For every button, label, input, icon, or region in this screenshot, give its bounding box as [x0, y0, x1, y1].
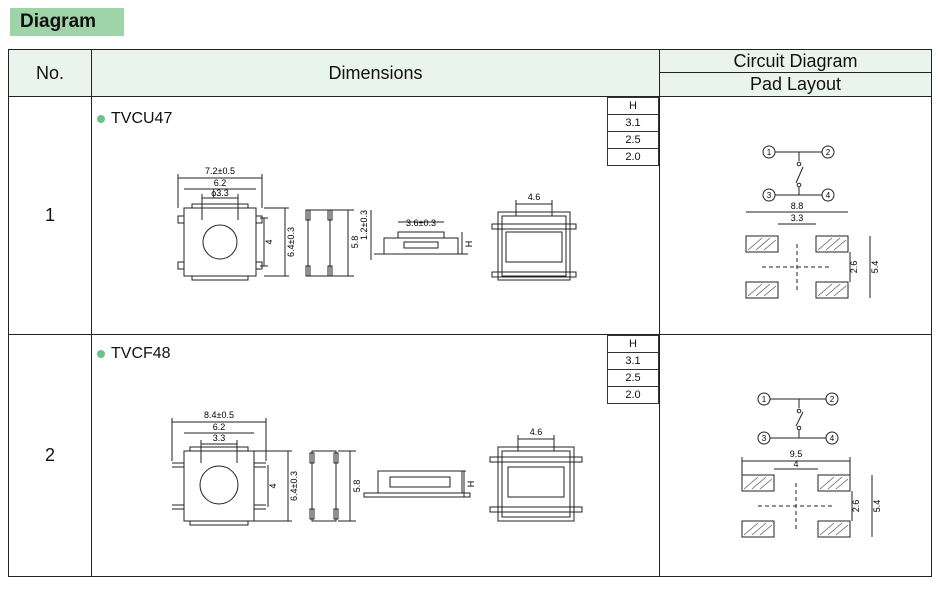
- dim-front-width: 4.6: [530, 427, 543, 437]
- pin-3-label: 3: [762, 434, 767, 443]
- dim-height-outer: 6.4±0.3: [286, 227, 296, 257]
- pin-4-label: 4: [826, 191, 831, 200]
- dim-height-inner: 4: [268, 483, 278, 488]
- height-table-header: H: [607, 335, 659, 353]
- header-bottom: [9, 96, 931, 97]
- dim-width-outer: 8.4±0.5: [204, 410, 234, 420]
- dim-front-width: 4.6: [528, 192, 541, 202]
- pad-height-outer: 5.4: [870, 261, 880, 274]
- pad-width-outer: 8.8: [791, 201, 804, 211]
- pin-3-label: 3: [767, 191, 772, 200]
- dim-width-mid: 6.2: [213, 422, 226, 432]
- dim-profile-h: H: [464, 241, 474, 248]
- height-option: 2.0: [607, 148, 659, 166]
- dim-width-inner: ϕ3.3: [211, 188, 229, 198]
- dimensions-drawing-1: 7.2±0.5 6.2 ϕ3.3 4 6.4±0.3 5.8 1.2±0.3 3…: [177, 166, 577, 281]
- diagram-table: [8, 49, 932, 577]
- height-option: 2.5: [607, 369, 659, 387]
- col-divider-1: [91, 50, 92, 576]
- pad-height-inner: 2.6: [849, 261, 859, 274]
- dim-profile-width: 3.6±0.3: [406, 218, 436, 228]
- col-divider-2: [659, 50, 660, 576]
- header-divider-right: [660, 72, 931, 73]
- height-option: 3.1: [607, 114, 659, 132]
- dim-side-height: 5.8: [350, 236, 360, 249]
- dim-width-inner: 3.3: [213, 433, 226, 443]
- circuit-pad-drawing-1: 1 2 3 4 8.8 3.3 2.6 5.4: [745, 145, 880, 299]
- dim-profile-h: H: [466, 481, 476, 488]
- dim-width-mid: 6.2: [214, 178, 227, 188]
- pin-2-label: 2: [826, 148, 831, 157]
- section-title: Diagram: [10, 8, 124, 36]
- height-option: 2.0: [607, 386, 659, 404]
- model-label: TVCU47: [111, 110, 173, 127]
- header-no: No.: [9, 50, 91, 96]
- height-table: H 3.1 2.5 2.0: [607, 335, 659, 404]
- header-dimensions: Dimensions: [92, 50, 659, 96]
- pad-width-inner: 4: [793, 459, 798, 469]
- header-circuit-diagram: Circuit Diagram: [660, 50, 931, 72]
- row-number: 2: [44, 445, 55, 465]
- dim-profile-small: 1.2±0.3: [359, 210, 369, 240]
- pad-height-outer: 5.4: [872, 500, 882, 513]
- height-table-header: H: [607, 97, 659, 115]
- dim-height-inner: 4: [264, 239, 274, 244]
- row-divider: [9, 334, 931, 335]
- pad-height-inner: 2.6: [851, 500, 861, 513]
- model-name: TVCF48: [97, 344, 171, 364]
- height-table: H 3.1 2.5 2.0: [607, 97, 659, 166]
- header-pad-layout: Pad Layout: [660, 73, 931, 96]
- height-option: 2.5: [607, 131, 659, 149]
- bullet-dot-icon: [97, 350, 105, 358]
- row-number: 1: [44, 205, 55, 225]
- dim-side-height: 5.8: [352, 480, 362, 493]
- model-name: TVCU47: [97, 109, 172, 129]
- pin-1-label: 1: [762, 395, 767, 404]
- height-option: 3.1: [607, 352, 659, 370]
- pin-2-label: 2: [830, 395, 835, 404]
- pin-1-label: 1: [767, 148, 772, 157]
- pin-4-label: 4: [830, 434, 835, 443]
- pad-width-inner: 3.3: [791, 213, 804, 223]
- circuit-pad-drawing-2: 1 2 3 4 9.5 4 2.6 5.4: [741, 392, 882, 538]
- dimensions-drawing-2: 8.4±0.5 6.2 3.3 4 6.4±0.3 5.8 H 4.6: [171, 410, 583, 526]
- model-label: TVCF48: [111, 345, 171, 362]
- dim-height-outer: 6.4±0.3: [289, 471, 299, 501]
- dim-width-outer: 7.2±0.5: [205, 166, 235, 176]
- bullet-dot-icon: [97, 115, 105, 123]
- pad-width-outer: 9.5: [790, 449, 803, 459]
